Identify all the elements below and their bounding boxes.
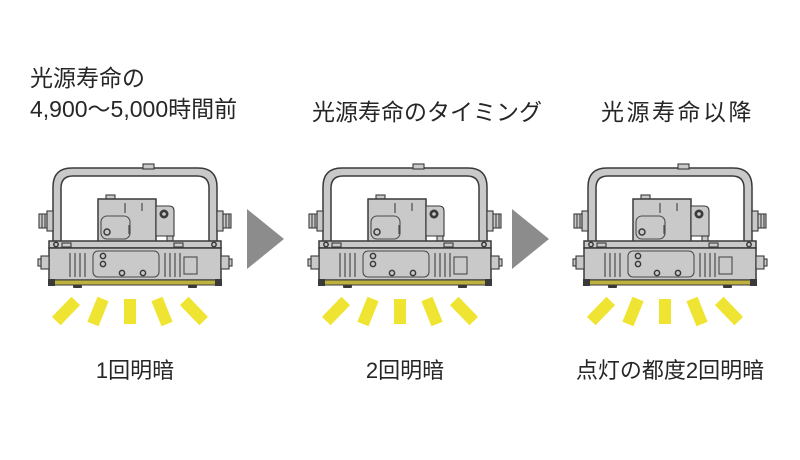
- floodlight-illustration: [25, 155, 245, 295]
- light-ray: [51, 296, 81, 326]
- light-ray: [421, 296, 443, 327]
- light-ray: [179, 296, 209, 326]
- floodlight-illustration: [560, 155, 780, 295]
- stage-header-before-line1: 光源寿命の: [30, 65, 145, 91]
- stage-header-before: 光源寿命の 4,900〜5,000時間前: [30, 63, 237, 125]
- light-ray: [586, 296, 616, 326]
- light-ray: [659, 299, 671, 324]
- light-ray: [124, 299, 136, 324]
- light-ray: [87, 296, 109, 327]
- stage-header-after: 光源寿命以降: [601, 99, 754, 125]
- stage-header-before-line2: 4,900〜5,000時間前: [30, 96, 238, 122]
- light-ray: [449, 296, 479, 326]
- stage-panel-before: 1回明暗: [25, 155, 245, 390]
- stage-panel-timing: 2回明暗: [295, 155, 515, 390]
- stage-caption-after: 点灯の都度2回明暗: [575, 358, 765, 383]
- light-ray: [622, 296, 644, 327]
- floodlight-illustration: [295, 155, 515, 295]
- stage-header-timing: 光源寿命のタイミング: [312, 99, 542, 125]
- arrow-right-icon-2: [512, 209, 549, 269]
- light-ray: [321, 296, 351, 326]
- stage-caption-before: 1回明暗: [95, 358, 175, 383]
- stage-panel-after: 点灯の都度2回明暗: [560, 155, 780, 390]
- light-ray: [357, 296, 379, 327]
- light-ray: [151, 296, 173, 327]
- light-ray: [686, 296, 708, 327]
- stage-caption-timing: 2回明暗: [365, 358, 445, 383]
- arrow-right-icon-1: [247, 209, 284, 269]
- light-ray: [394, 299, 406, 324]
- light-ray: [714, 296, 744, 326]
